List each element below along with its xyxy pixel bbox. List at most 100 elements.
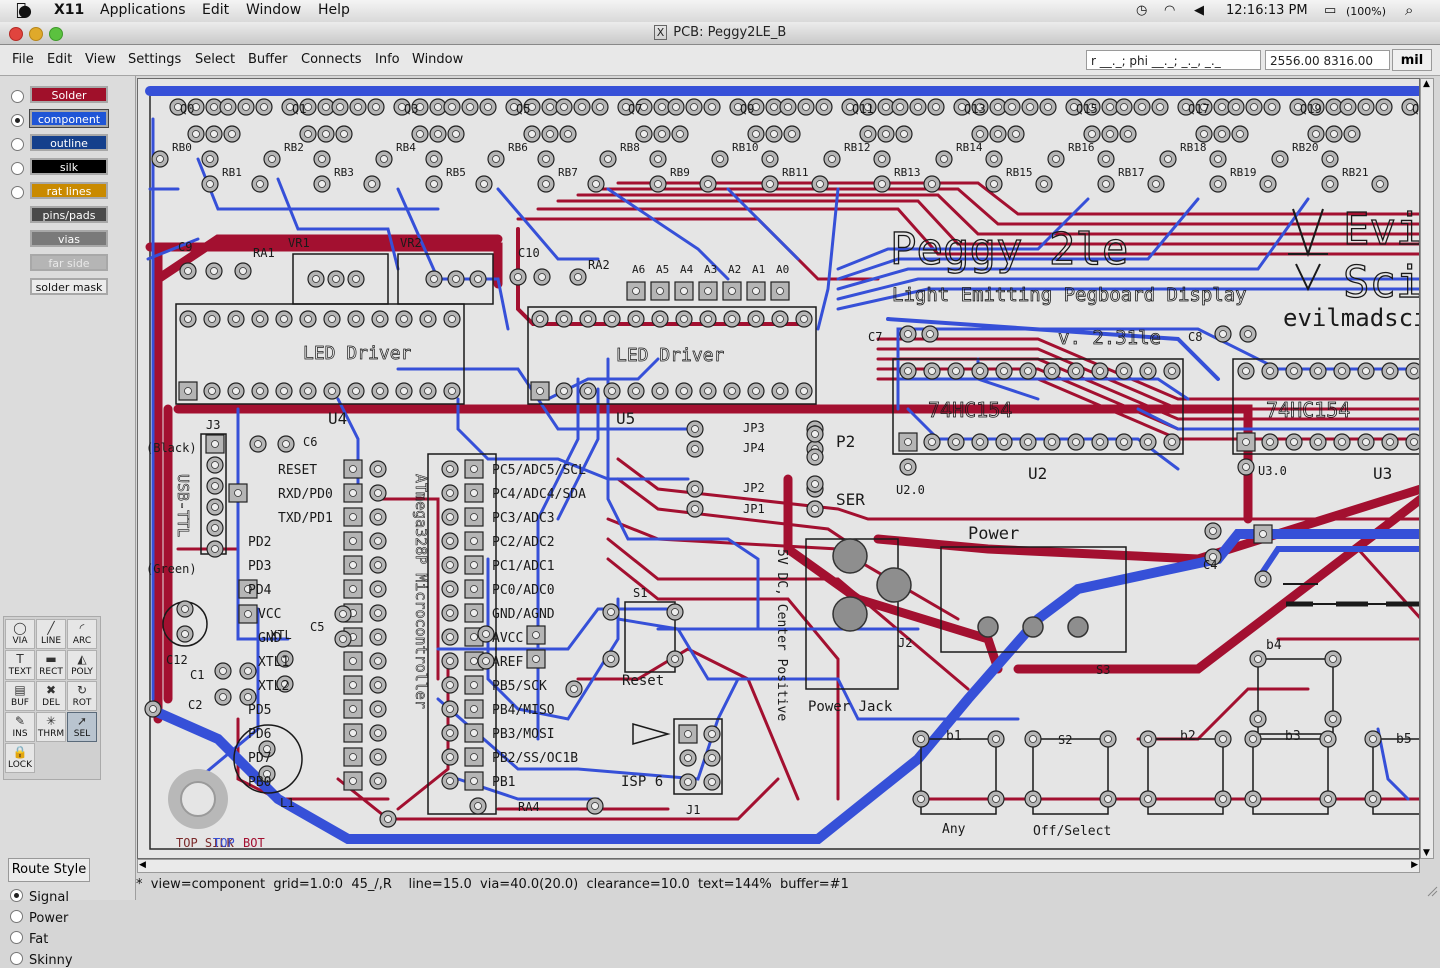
- resistor-pad[interactable]: [476, 176, 492, 192]
- transistor-pad[interactable]: [300, 126, 316, 142]
- jumper-pad[interactable]: [687, 421, 703, 437]
- transistor-pad[interactable]: [1022, 99, 1038, 115]
- c6-pad[interactable]: [250, 436, 266, 452]
- ic-pin[interactable]: [1092, 363, 1108, 379]
- transistor-pad[interactable]: [444, 99, 460, 115]
- jack-pad[interactable]: [833, 597, 867, 631]
- jumper-pad[interactable]: [807, 426, 823, 442]
- tool-lock-button[interactable]: 🔒LOCK: [5, 743, 35, 773]
- resistor-pad[interactable]: [700, 176, 716, 192]
- mcu-pin[interactable]: [442, 605, 458, 621]
- menubar-applications[interactable]: Applications: [100, 2, 186, 18]
- mcu-pin[interactable]: [465, 700, 483, 718]
- scroll-left-icon[interactable]: ◀: [139, 860, 146, 870]
- ic-pin[interactable]: [948, 434, 964, 450]
- header-pin[interactable]: [699, 282, 717, 300]
- vertical-scrollbar[interactable]: ▲ ▼: [1420, 78, 1434, 859]
- cap-pad[interactable]: [206, 263, 222, 279]
- tool-rect-button[interactable]: ▬RECT: [36, 650, 66, 680]
- transistor-pad[interactable]: [748, 126, 764, 142]
- pad[interactable]: [215, 689, 231, 705]
- mcu-pin[interactable]: [370, 653, 386, 669]
- ic-pin[interactable]: [420, 383, 436, 399]
- ic-pin[interactable]: [1286, 363, 1302, 379]
- scroll-up-icon[interactable]: ▲: [1423, 79, 1430, 89]
- button-pad[interactable]: [1100, 731, 1116, 747]
- mcu-pin[interactable]: [370, 533, 386, 549]
- mcu-pin[interactable]: [370, 461, 386, 477]
- mcu-pin[interactable]: [465, 556, 483, 574]
- ic-pin[interactable]: [900, 363, 916, 379]
- button-pad[interactable]: [1025, 791, 1041, 807]
- transistor-pad[interactable]: [672, 126, 688, 142]
- ic-pin[interactable]: [1020, 434, 1036, 450]
- header-pin[interactable]: [771, 282, 789, 300]
- tool-arc-button[interactable]: ◜ARC: [67, 619, 97, 649]
- ic-pin[interactable]: [372, 383, 388, 399]
- mcu-pin[interactable]: [344, 724, 362, 742]
- power-pad[interactable]: [978, 617, 998, 637]
- ic-pin[interactable]: [899, 433, 917, 451]
- jumper-pad[interactable]: [687, 501, 703, 517]
- resistor-pad[interactable]: [650, 176, 666, 192]
- resistor-pad[interactable]: [426, 151, 442, 167]
- ic-pin[interactable]: [972, 363, 988, 379]
- resistor-pad[interactable]: [824, 151, 840, 167]
- button-pad[interactable]: [1365, 731, 1381, 747]
- cap-pad[interactable]: [900, 326, 916, 342]
- cap-pad[interactable]: [1238, 459, 1254, 475]
- isp-pin[interactable]: [679, 725, 697, 743]
- mcu-pin[interactable]: [344, 532, 362, 550]
- transistor-pad[interactable]: [1196, 126, 1212, 142]
- transistor-pad[interactable]: [766, 126, 782, 142]
- ic-pin[interactable]: [580, 383, 596, 399]
- transistor-pad[interactable]: [1344, 126, 1360, 142]
- ic-pin[interactable]: [1068, 434, 1084, 450]
- transistor-pad[interactable]: [816, 99, 832, 115]
- transistor-pad[interactable]: [1102, 126, 1118, 142]
- ic-pin[interactable]: [252, 311, 268, 327]
- mcu-pin[interactable]: [370, 557, 386, 573]
- switch-pad[interactable]: [603, 651, 619, 667]
- transistor-pad[interactable]: [1008, 126, 1024, 142]
- ic-pin[interactable]: [724, 311, 740, 327]
- transistor-pad[interactable]: [256, 99, 272, 115]
- menubar-clock[interactable]: 12:16:13 PM: [1226, 3, 1308, 18]
- isp-pin[interactable]: [680, 774, 696, 790]
- resistor-pad[interactable]: [986, 151, 1002, 167]
- spotlight-search-icon[interactable]: ⌕: [1405, 1, 1413, 19]
- regulator-pin[interactable]: [448, 271, 464, 287]
- ic-pin[interactable]: [276, 311, 292, 327]
- transistor-pad[interactable]: [430, 126, 446, 142]
- transistor-pad[interactable]: [368, 99, 384, 115]
- transistor-pad[interactable]: [972, 126, 988, 142]
- wifi-icon[interactable]: ◠: [1164, 3, 1175, 18]
- switch-pad[interactable]: [603, 604, 619, 620]
- transistor-pad[interactable]: [336, 126, 352, 142]
- ic-pin[interactable]: [652, 383, 668, 399]
- ic-pin[interactable]: [748, 311, 764, 327]
- radio-power[interactable]: [10, 910, 23, 923]
- resistor-pad[interactable]: [376, 151, 392, 167]
- ic-pin[interactable]: [1406, 434, 1420, 450]
- mcu-pin[interactable]: [370, 677, 386, 693]
- mcu-pin[interactable]: [344, 748, 362, 766]
- cap-pad[interactable]: [510, 269, 526, 285]
- header-pin[interactable]: [675, 282, 693, 300]
- tool-text-button[interactable]: TTEXT: [5, 650, 35, 680]
- mcu-pin[interactable]: [465, 676, 483, 694]
- ic-pin[interactable]: [324, 311, 340, 327]
- radio-signal[interactable]: [10, 889, 23, 902]
- ic-pin[interactable]: [1164, 434, 1180, 450]
- pcb-drawing[interactable]: Peggy 2le Light Emitting Pegboard Displa…: [138, 79, 1420, 859]
- isp-pin[interactable]: [704, 726, 720, 742]
- usb-header-pin[interactable]: [206, 435, 224, 453]
- ic-pin[interactable]: [532, 311, 548, 327]
- button-pad[interactable]: [1245, 791, 1261, 807]
- mcu-pin[interactable]: [465, 724, 483, 742]
- ic-pin[interactable]: [348, 311, 364, 327]
- resistor-pad[interactable]: [1098, 151, 1114, 167]
- ic-pin[interactable]: [228, 383, 244, 399]
- ic-pin[interactable]: [1310, 434, 1326, 450]
- ic-pin[interactable]: [628, 311, 644, 327]
